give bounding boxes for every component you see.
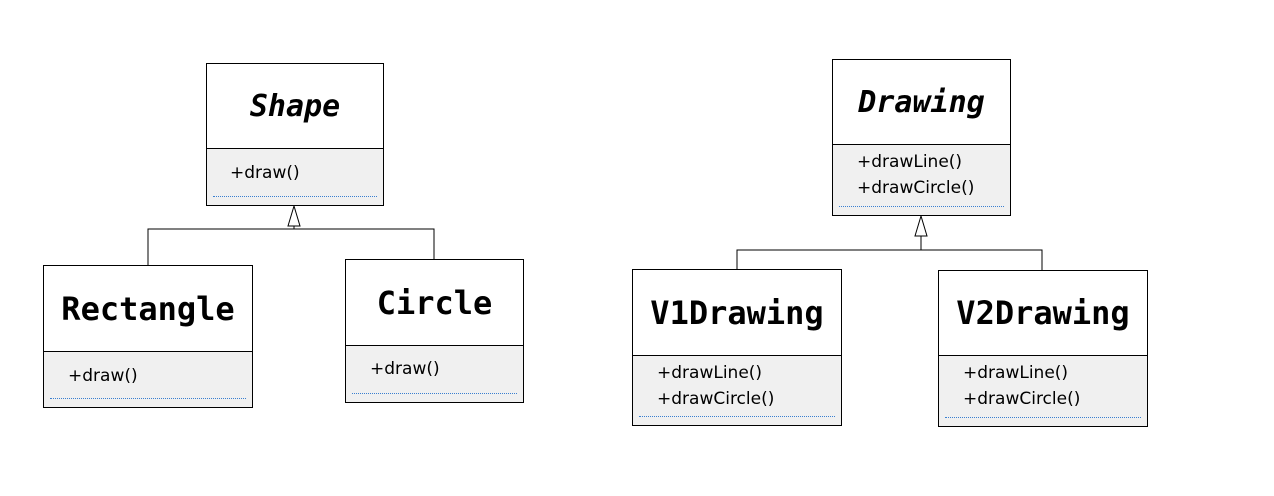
shape-ops-separator — [213, 196, 377, 197]
drawing-op-drawline: +drawLine() — [857, 152, 963, 172]
v1drawing-class: V1Drawing +drawLine() +drawCircle() — [632, 269, 842, 426]
v2drawing-op-drawcircle: +drawCircle() — [963, 389, 1081, 409]
shape-class: Shape +draw() — [206, 63, 384, 206]
rectangle-operations: +draw() — [44, 352, 252, 407]
circle-class-name: Circle — [346, 260, 523, 346]
shape-class-name: Shape — [207, 64, 383, 149]
shape-generalization-tree — [147, 204, 435, 265]
drawing-operations: +drawLine() +drawCircle() — [833, 145, 1010, 215]
drawing-inheritance-arrowhead — [914, 214, 928, 237]
v2drawing-class: V2Drawing +drawLine() +drawCircle() — [938, 270, 1148, 427]
v2drawing-op-drawline: +drawLine() — [963, 363, 1069, 383]
rectangle-op-draw: +draw() — [68, 366, 138, 386]
rectangle-class-name: Rectangle — [44, 266, 252, 352]
circle-operations: +draw() — [346, 346, 523, 402]
v1drawing-operations: +drawLine() +drawCircle() — [633, 356, 841, 425]
v1drawing-ops-separator — [639, 416, 835, 417]
v1drawing-op-drawline: +drawLine() — [657, 363, 763, 383]
circle-op-draw: +draw() — [370, 359, 440, 379]
shape-op-draw: +draw() — [230, 163, 300, 183]
drawing-op-drawcircle: +drawCircle() — [857, 178, 975, 198]
drawing-ops-separator — [839, 206, 1004, 207]
circle-class: Circle +draw() — [345, 259, 524, 403]
shape-inheritance-arrowhead — [287, 204, 301, 227]
v2drawing-operations: +drawLine() +drawCircle() — [939, 356, 1147, 426]
drawing-class-name: Drawing — [833, 60, 1010, 145]
circle-ops-separator — [352, 393, 517, 394]
v1drawing-to-drawing-line — [736, 249, 1043, 270]
v2drawing-class-name: V2Drawing — [939, 271, 1147, 356]
v1drawing-class-name: V1Drawing — [633, 270, 841, 356]
rectangle-ops-separator — [50, 398, 246, 399]
v1drawing-op-drawcircle: +drawCircle() — [657, 389, 775, 409]
v2drawing-ops-separator — [945, 417, 1141, 418]
rectangle-to-shape-line — [147, 228, 435, 265]
rectangle-class: Rectangle +draw() — [43, 265, 253, 408]
drawing-generalization-tree — [736, 214, 1043, 270]
shape-operations: +draw() — [207, 149, 383, 205]
drawing-class: Drawing +drawLine() +drawCircle() — [832, 59, 1011, 216]
